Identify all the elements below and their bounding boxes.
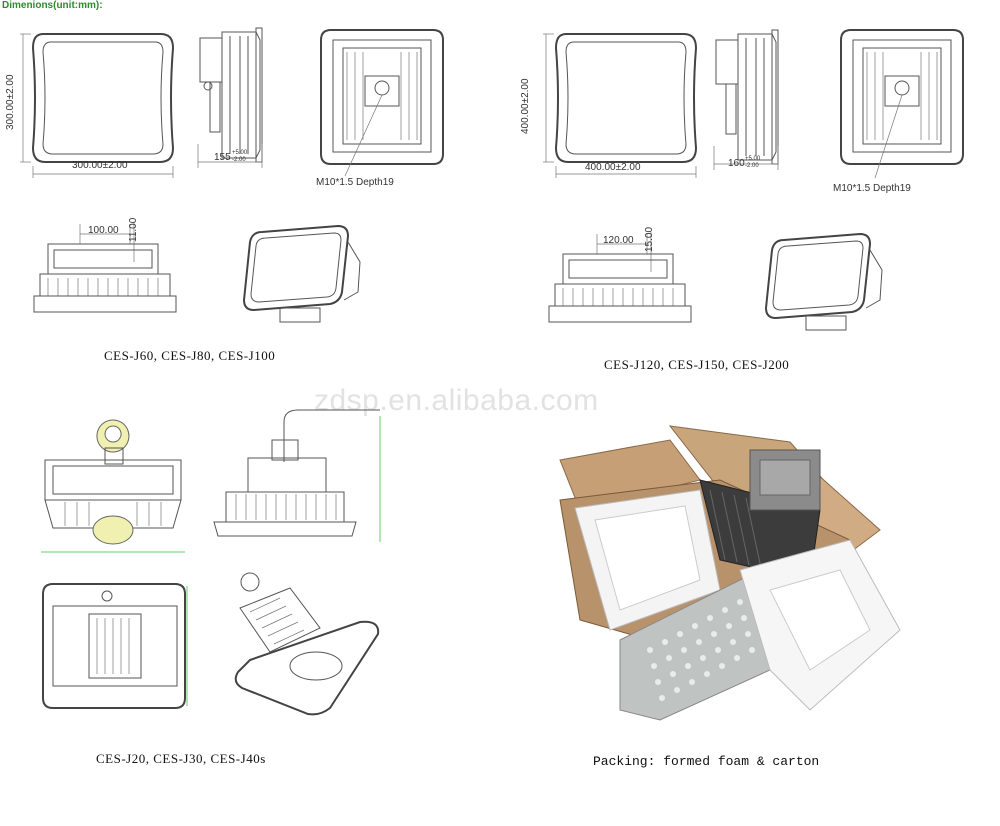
width-dim-300: 300.00±2.00 — [72, 160, 128, 171]
perspective-view-small — [234, 572, 380, 716]
top-view-300 — [33, 222, 177, 313]
side-view-small — [213, 409, 381, 542]
thread-note-300: M10*1.5 Depth19 — [316, 177, 394, 188]
height-dim-400: 400.00±2.00 — [520, 78, 531, 134]
back-view-300 — [320, 29, 444, 177]
models-caption-300: CES-J60, CES-J80, CES-J100 — [104, 348, 276, 363]
packing-caption: Packing: formed foam & carton — [593, 754, 820, 769]
perspective-view-300 — [242, 224, 361, 323]
side-dim-400: 15.00 — [644, 226, 655, 252]
depth-tolerance-300: +5.00-2.00 — [232, 150, 248, 163]
height-dim-300: 300.00±2.00 — [5, 74, 16, 130]
width-dim-400: 400.00±2.00 — [585, 162, 641, 173]
models-caption-400: CES-J120, CES-J150, CES-J200 — [604, 357, 790, 372]
top-dim-400: 120.00 — [603, 235, 634, 246]
top-view-400 — [548, 232, 692, 323]
dimensions-title: Dimenions(unit:mm): — [2, 0, 103, 11]
front-view-400 — [543, 33, 698, 178]
depth-dim-300: 155 — [214, 152, 231, 163]
front-view-300 — [20, 33, 175, 178]
depth-tolerance-400: +5.00-2.00 — [745, 156, 761, 169]
packing-photo — [559, 425, 901, 721]
back-view-400 — [840, 29, 964, 179]
side-dim-300: 11.00 — [128, 217, 139, 242]
back-view-small — [42, 583, 188, 709]
thread-note-400: M10*1.5 Depth19 — [833, 183, 911, 194]
perspective-view-400 — [764, 232, 883, 331]
top-dim-300: 100.00 — [88, 225, 119, 236]
depth-dim-400: 160 — [728, 158, 745, 169]
side-view-300 — [197, 27, 263, 168]
side-view-400 — [713, 29, 779, 170]
front-view-small — [41, 419, 185, 553]
models-caption-small: CES-J20, CES-J30, CES-J40s — [96, 751, 266, 766]
watermark: zdsp.en.alibaba.com — [314, 384, 599, 417]
